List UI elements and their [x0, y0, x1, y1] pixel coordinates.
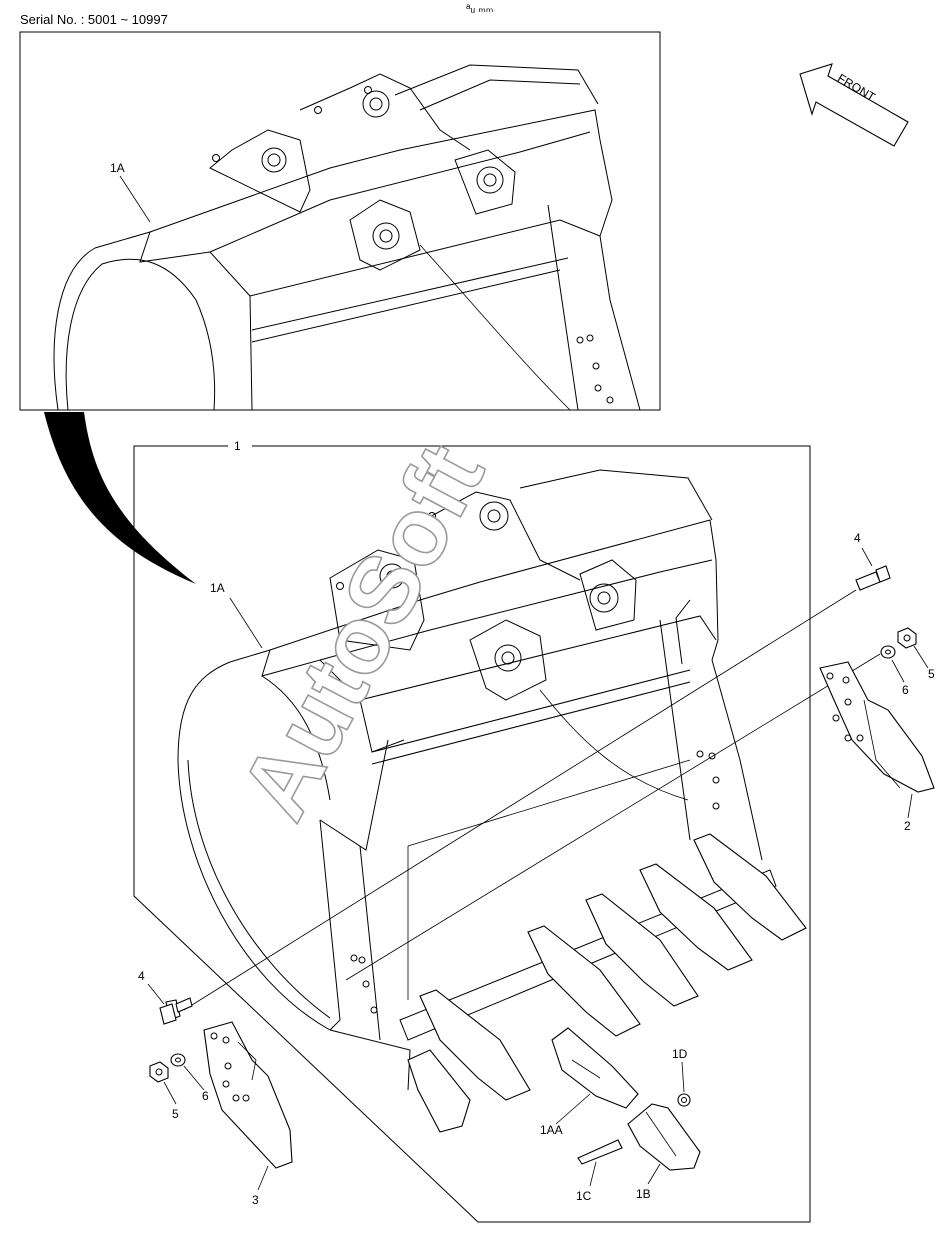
callout-6-right: 6 [902, 683, 909, 697]
detail-connector [44, 412, 196, 584]
callout-1: 1 [234, 439, 241, 453]
main-assembly: 1 [133, 439, 811, 1223]
bolt-left [159, 997, 193, 1025]
lock-1d [677, 1093, 691, 1107]
callout-4-right: 4 [854, 531, 861, 545]
detail-view: 1A [19, 31, 661, 411]
leader-2 [907, 793, 913, 819]
corner-mark: ᵃᵤ ₘₘ [466, 1, 493, 15]
callout-5-right: 5 [928, 667, 935, 681]
leader-4-left [147, 983, 165, 1005]
detail-bucket [53, 64, 641, 411]
teeth-row [407, 833, 807, 1133]
callout-3: 3 [252, 1193, 259, 1207]
serial-number: Serial No. : 5001 ~ 10997 [20, 12, 168, 27]
adapter-1aa [551, 1027, 639, 1109]
callout-1b: 1B [636, 1187, 651, 1201]
callout-1aa: 1AA [540, 1123, 563, 1137]
bolt-right [855, 565, 891, 591]
side-cutter-right [819, 661, 935, 793]
leader-1c [589, 1161, 597, 1187]
washer-left [170, 1053, 186, 1067]
tooth [585, 893, 699, 1007]
leader-1d [681, 1061, 685, 1093]
callout-1a-detail: 1A [110, 161, 125, 175]
leader-1b [647, 1163, 661, 1185]
callout-4-left: 4 [138, 969, 145, 983]
bolt-axis-upper [183, 589, 857, 1011]
tooth-point-1b [627, 1103, 701, 1171]
leader-5-right [913, 645, 929, 669]
tooth [693, 833, 807, 941]
nut-right [897, 627, 917, 649]
pin-1c [577, 1139, 623, 1165]
tooth [639, 863, 753, 971]
leader-4-right [861, 547, 873, 567]
left-side-hardware: 4 5 6 3 [138, 969, 293, 1207]
leader-5-left [163, 1081, 177, 1105]
front-arrow: FRONT [799, 63, 909, 147]
nut-left [149, 1061, 169, 1083]
leader-6-left [183, 1065, 205, 1091]
callout-6-left: 6 [202, 1089, 209, 1103]
callout-1d: 1D [672, 1047, 688, 1061]
bolt-axis-lower [345, 653, 881, 981]
watermark-text: AutoSoft [220, 428, 505, 836]
washer-right [880, 645, 896, 659]
callout-2: 2 [904, 819, 911, 833]
right-side-hardware: 4 6 5 2 [183, 531, 935, 1011]
tooth [407, 989, 531, 1133]
tooth [527, 925, 641, 1037]
side-cutter-left [203, 1021, 293, 1169]
callout-5-left: 5 [172, 1107, 179, 1121]
leader-1aa [555, 1093, 591, 1125]
callout-1a-main: 1A [210, 581, 225, 595]
callout-1c: 1C [576, 1189, 592, 1203]
leader-1a-detail [119, 175, 151, 223]
leader-6-right [891, 659, 905, 683]
main-bucket [177, 469, 777, 1091]
leader-1a-main [229, 597, 263, 649]
assembly-frame [133, 445, 811, 1223]
leader-3 [257, 1165, 269, 1191]
detail-frame [19, 31, 661, 411]
